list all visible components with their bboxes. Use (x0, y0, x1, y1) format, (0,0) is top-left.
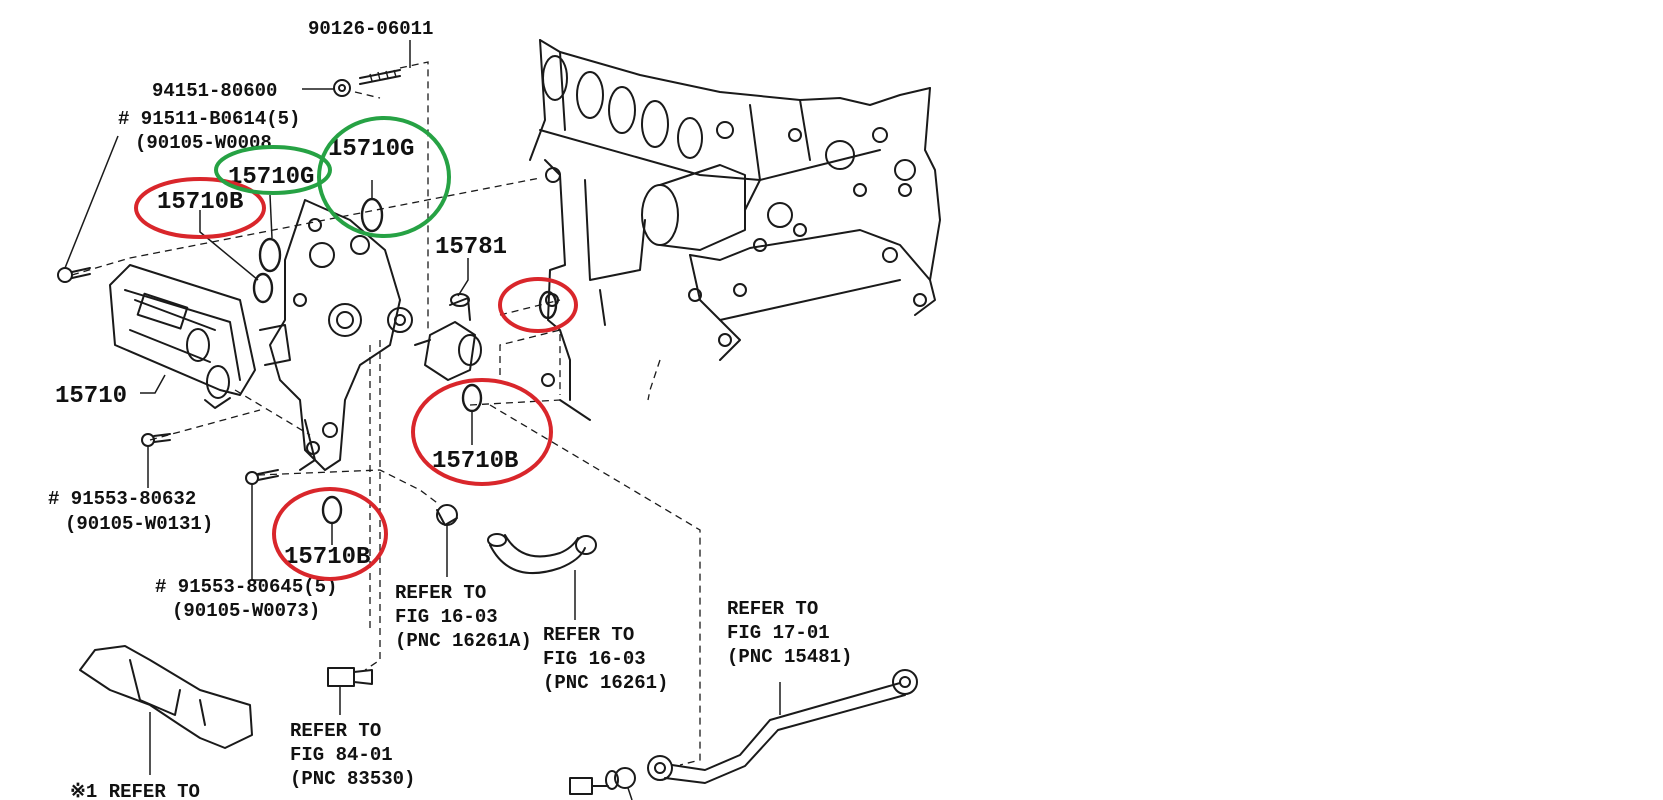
ref-line-1: REFER TO (290, 720, 381, 742)
label-90105-w0131: (90105-W0131) (65, 513, 213, 535)
part-labels: 90126-06011 94151-80600 # 91511-B0614(5)… (48, 18, 518, 622)
ref-line-2: FIG 16-03 (543, 648, 646, 670)
highlight-15710b-bottom (272, 487, 388, 581)
reference-note-1: ※1 REFER TO (70, 781, 200, 800)
reference-16261: REFER TO FIG 16-03 (PNC 16261) (543, 624, 668, 694)
label-91511-b0614: # 91511-B0614(5) (118, 108, 300, 130)
bolt-90126 (359, 69, 401, 85)
ref-line-3: (PNC 15481) (727, 646, 852, 668)
reference-16261a: REFER TO FIG 16-03 (PNC 16261A) (395, 582, 532, 652)
ref-line-2: FIG 17-01 (727, 622, 830, 644)
ref-line-3: (PNC 16261) (543, 672, 668, 694)
nut-94151 (333, 79, 351, 97)
label-94151-80600: 94151-80600 (152, 80, 277, 102)
engine-mount-bracket (79, 645, 253, 749)
ref-line-3: (PNC 16261A) (395, 630, 532, 652)
highlight-15710b-middle (411, 378, 553, 486)
ref-line-3: (PNC 83530) (290, 768, 415, 790)
label-15710g-right: 15710G (328, 136, 414, 163)
highlight-annotations (134, 116, 578, 581)
reference-15481: REFER TO FIG 17-01 (PNC 15481) (727, 598, 852, 668)
ref-line-2: FIG 84-01 (290, 744, 393, 766)
label-15710b-middle: 15710B (432, 448, 518, 475)
bolt-91553-80645 (245, 469, 279, 485)
label-91553-80632: # 91553-80632 (48, 488, 196, 510)
ref-line-1: REFER TO (543, 624, 634, 646)
leader-lines (64, 40, 781, 800)
label-91553-80645: # 91553-80645(5) (155, 576, 337, 598)
label-90126-06011: 90126-06011 (308, 18, 433, 40)
ref-line-1: REFER TO (395, 582, 486, 604)
water-pump-cover (259, 199, 413, 471)
highlight-oring-block (498, 277, 578, 333)
oil-cooler (109, 264, 256, 409)
assembly-lines (71, 61, 701, 766)
ref-line-1: REFER TO (727, 598, 818, 620)
engine-block (529, 39, 941, 421)
oil-pipe-15481 (569, 669, 918, 795)
highlight-15710b-top (134, 177, 266, 239)
label-90105-w0073: (90105-W0073) (172, 600, 320, 622)
sensor-83530 (327, 667, 373, 687)
label-15710b-bottom: 15710B (284, 544, 370, 571)
highlight-15710g-left (214, 145, 332, 195)
label-15781: 15781 (435, 234, 507, 261)
ref-line-2: FIG 16-03 (395, 606, 498, 628)
reference-83530: REFER TO FIG 84-01 (PNC 83530) (290, 720, 415, 790)
clamp-16261a (436, 504, 458, 526)
label-15710b-top: 15710B (157, 189, 243, 216)
hose-16261 (487, 533, 597, 575)
label-90105-w0008: (90105-W0008 (135, 132, 272, 154)
label-15710: 15710 (55, 383, 127, 410)
water-inlet-fitting (414, 293, 482, 381)
highlight-15710g-right (317, 116, 451, 238)
